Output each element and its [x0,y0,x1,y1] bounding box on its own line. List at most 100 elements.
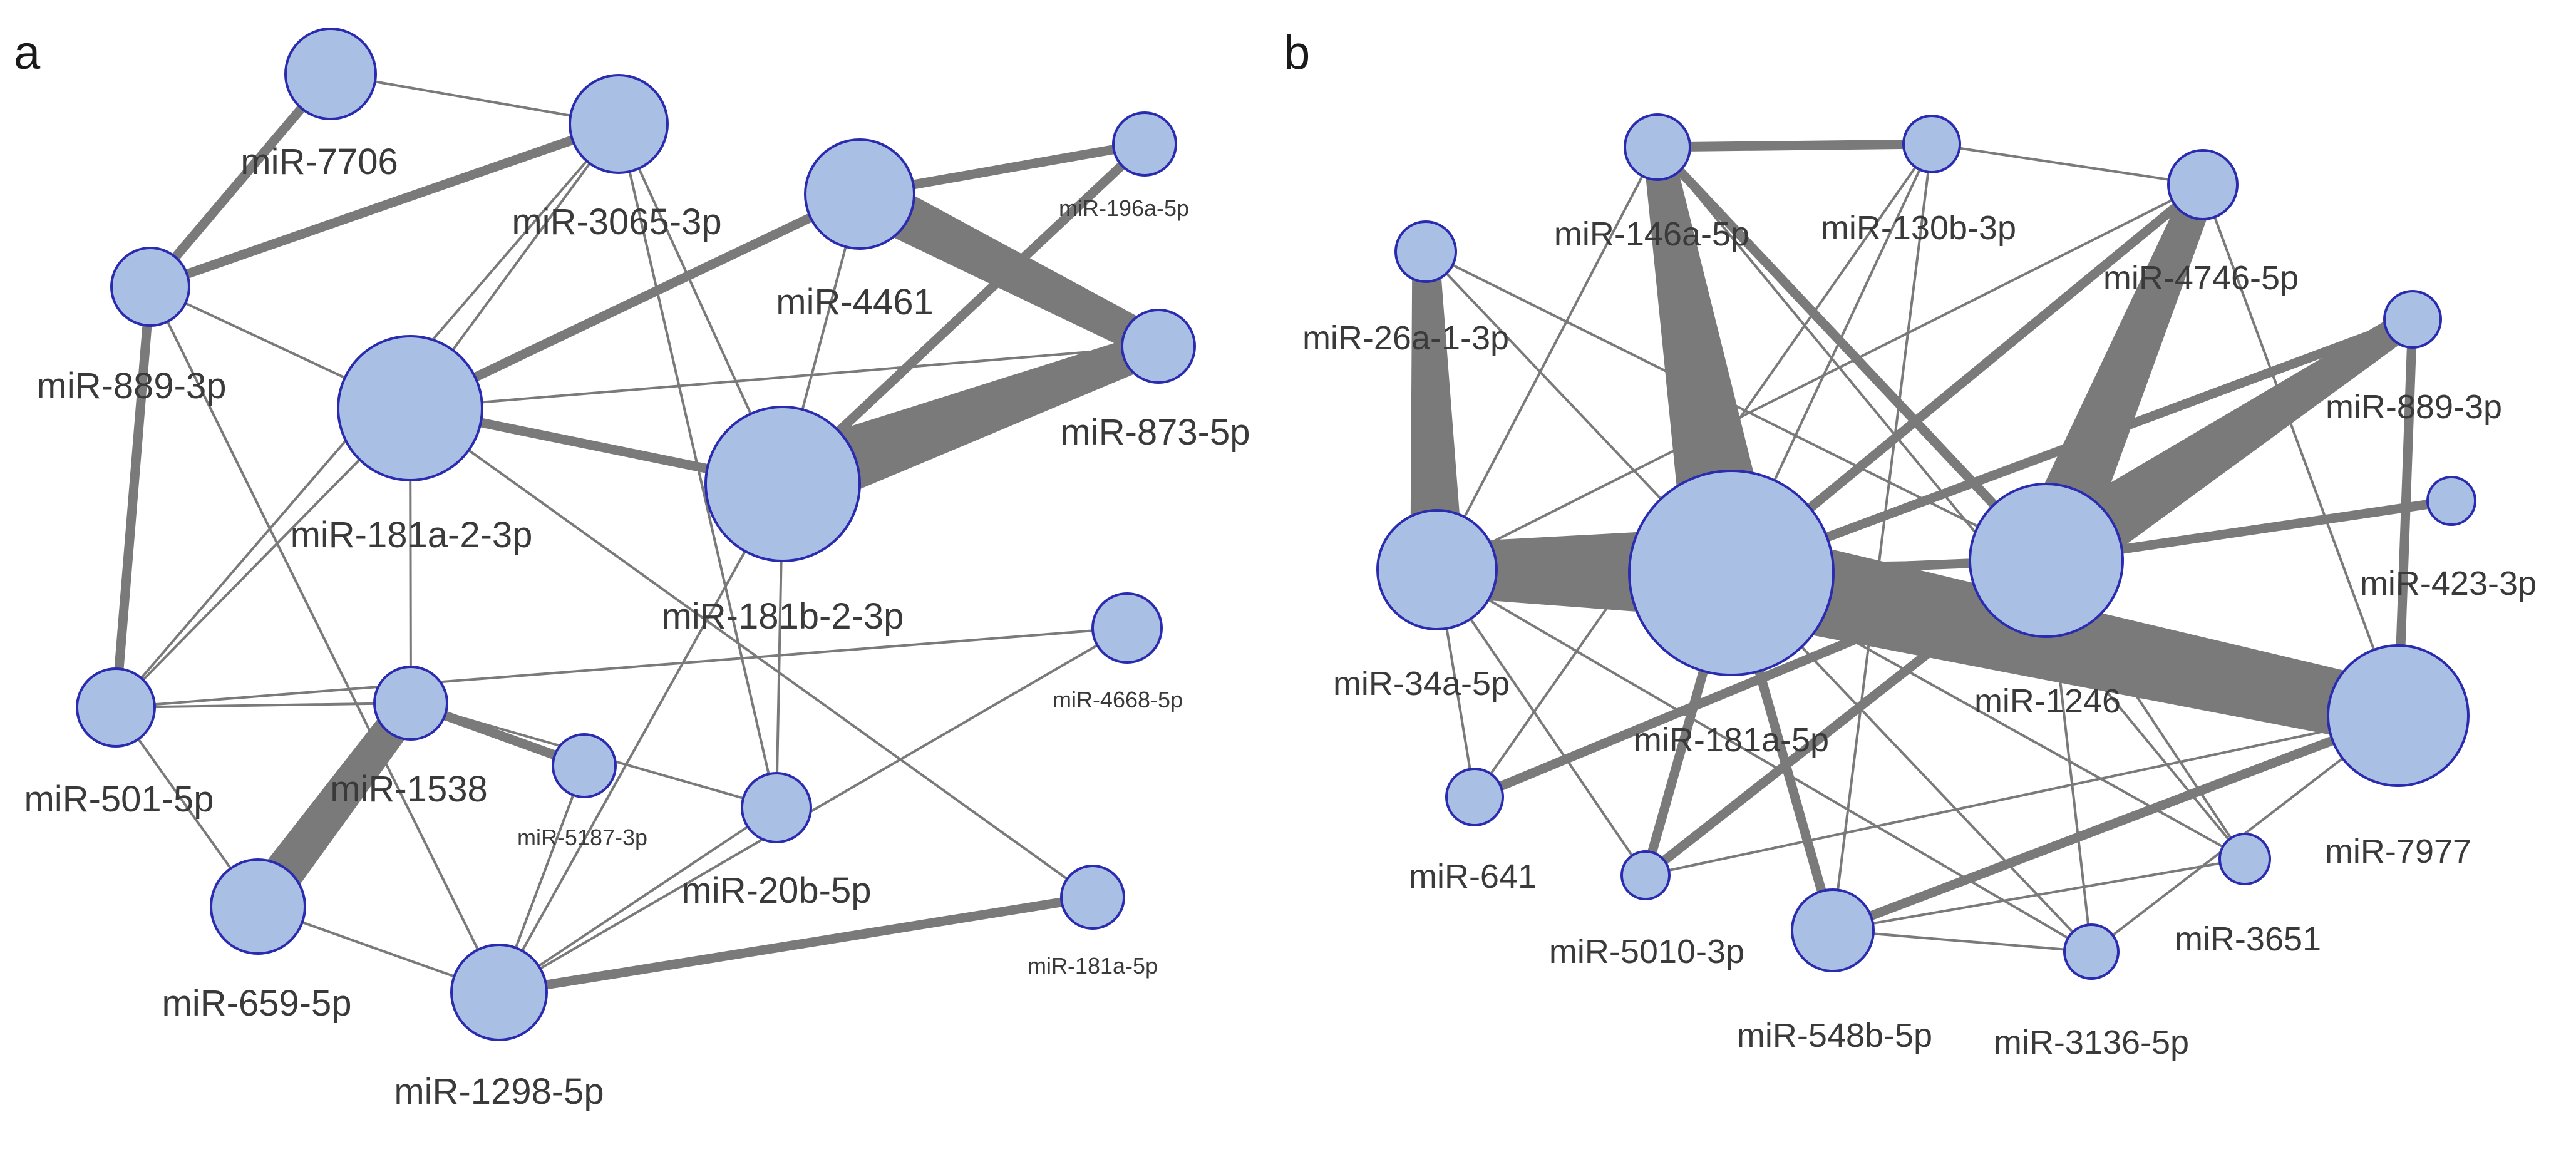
edge-mir-1538-to-mir-659-5p [241,693,424,920]
edge-mir-873-5p-to-mir-181b-2-3p [770,331,1164,517]
edge-mir-34a-5p-to-mir-3136-5p [1436,568,2093,953]
node-mir-130b-3p [1902,115,1961,173]
node-mir-641 [1445,768,1504,826]
node-mir-7977 [2327,644,2470,787]
edge-mir-181a-5p-to-mir-7977 [1721,528,2405,747]
node-mir-20b-5p [741,772,812,843]
edge-mir-889-3p-to-mir-501-5p [111,286,155,708]
edge-mir-181b-2-3p-to-mir-1298-5p [498,483,784,993]
node-mir-1538 [373,666,448,741]
node-mir-5187-3p [552,733,617,798]
node-label-mir-501-5p: miR-501-5p [24,779,214,820]
node-mir-889-3p [110,247,190,327]
node-mir-1298-5p [450,944,548,1041]
node-label-mir-5010-3p: miR-5010-3p [1549,933,1744,970]
edge-mir-7977-to-mir-5010-3p [1645,714,2399,877]
panel-b-nodes [1376,113,2476,980]
node-mir-3136-5p [2063,923,2120,980]
edge-mir-4668-5p-to-mir-1298-5p [498,627,1128,994]
node-label-mir-34a-5p: miR-34a-5p [1333,665,1510,702]
node-mir-7706 [284,28,377,120]
node-mir-4746-5p [2167,149,2239,220]
edge-mir-146a-5p-to-mir-3651 [1656,146,2246,860]
node-label-mir-20b-5p: miR-20b-5p [682,870,872,911]
node-mir-181a-5p [1060,865,1125,930]
edge-mir-26a-1-3p-to-mir-1246 [1425,250,2047,562]
node-mir-196a-5p [1112,111,1177,177]
node-label-mir-1298-5p: miR-1298-5p [394,1071,604,1112]
node-label-mir-3065-3p: miR-3065-3p [512,202,721,242]
node-label-mir-1538: miR-1538 [330,769,487,810]
node-label-mir-196a-5p: miR-196a-5p [1059,195,1189,221]
node-mir-181b-2-3p [704,406,861,562]
node-mir-181a-5p [1628,470,1835,676]
node-mir-548b-5p [1791,888,1875,972]
node-mir-873-5p [1121,309,1196,384]
edge-mir-548b-5p-to-mir-3136-5p [1832,929,2092,953]
edge-mir-146a-5p-to-mir-130b-3p [1657,139,1932,152]
node-label-mir-181b-2-3p: miR-181b-2-3p [662,596,904,637]
edge-mir-4461-to-mir-873-5p [848,172,1166,361]
edge-mir-181a-2-3p-to-mir-181a-5p [409,407,1094,898]
edge-mir-7706-to-mir-889-3p [147,71,334,290]
panel-a-edges [111,71,1166,997]
edge-mir-3065-3p-to-mir-889-3p [148,119,621,292]
node-label-mir-146a-5p: miR-146a-5p [1554,215,1749,253]
node-mir-146a-5p [1624,113,1691,181]
node-label-mir-3136-5p: miR-3136-5p [1994,1024,2189,1061]
node-label-mir-181a-2-3p: miR-181a-2-3p [291,515,533,555]
edge-mir-501-5p-to-mir-1538 [115,702,411,709]
node-label-mir-423-3p: miR-423-3p [2360,565,2537,602]
edge-mir-4461-to-mir-181a-2-3p [408,190,862,413]
panel-a-letter: a [14,26,41,80]
node-mir-3651 [2218,833,2271,885]
node-mir-889-3p [2383,290,2442,349]
edge-mir-34a-5p-to-mir-5010-3p [1436,568,1647,877]
node-mir-34a-5p [1376,509,1498,630]
edge-mir-20b-5p-to-mir-1298-5p [498,806,778,994]
edge-mir-1246-to-mir-641 [1473,556,2048,801]
node-mir-5010-3p [1620,850,1671,900]
edge-mir-889-3p-to-mir-1246 [2027,309,2420,589]
panel-a: a miR-7706 miR-3065-3p miR-4461 miR-196a-5p… [14,26,1250,1112]
node-label-mir-1246: miR-1246 [1974,682,2121,720]
edge-mir-130b-3p-to-mir-641 [1473,143,1933,798]
edge-mir-873-5p-to-mir-181a-2-3p [410,345,1159,409]
edge-mir-1246-to-mir-5010-3p [1642,557,2049,879]
edge-mir-7977-to-mir-548b-5p [1831,711,2400,935]
panel-b-letter: b [1284,26,1310,80]
node-mir-4461 [804,138,915,250]
node-mir-3065-3p [569,74,669,174]
edge-mir-4668-5p-to-mir-501-5p [115,627,1128,709]
node-label-mir-7706: miR-7706 [240,141,398,182]
panel-a-labels: miR-7706 miR-3065-3p miR-4461 miR-196a-5p mi… [24,141,1250,1112]
panel-a-nodes [76,28,1196,1041]
edge-mir-146a-5p-to-mir-34a-5p [1436,147,1659,570]
node-mir-659-5p [210,858,306,955]
node-label-mir-4668-5p: miR-4668-5p [1053,687,1183,712]
edge-mir-4746-5p-to-mir-34a-5p [1436,183,2203,571]
node-mir-423-3p [2426,476,2476,526]
node-label-mir-889-3p: miR-889-3p [37,366,227,406]
node-label-mir-659-5p: miR-659-5p [162,983,352,1024]
node-mir-26a-1-3p [1394,220,1457,283]
node-label-mir-3651: miR-3651 [2175,920,2321,958]
node-label-mir-4746-5p: miR-4746-5p [2103,259,2299,297]
node-mir-181a-2-3p [337,335,483,481]
edge-mir-1298-5p-to-mir-181a-5p [498,892,1094,997]
node-label-mir-548b-5p: miR-548b-5p [1737,1017,1932,1054]
node-label-mir-4461: miR-4461 [776,282,933,322]
node-label-mir-5187-3p: miR-5187-3p [517,825,647,850]
edge-mir-146a-5p-to-mir-1246 [1654,143,2050,564]
edge-mir-130b-3p-to-mir-548b-5p [1832,143,1933,931]
node-label-mir-889-3p: miR-889-3p [2326,388,2502,426]
edge-mir-548b-5p-to-mir-3651 [1832,858,2245,932]
edge-mir-889-3p-to-mir-181a-5p [1729,314,2414,578]
edge-mir-4746-5p-to-mir-7977 [2202,184,2399,716]
node-label-mir-181a-5p: miR-181a-5p [1028,953,1158,979]
edge-mir-196a-5p-to-mir-181b-2-3p [779,140,1148,488]
edge-mir-889-3p-to-mir-1298-5p [149,286,500,993]
